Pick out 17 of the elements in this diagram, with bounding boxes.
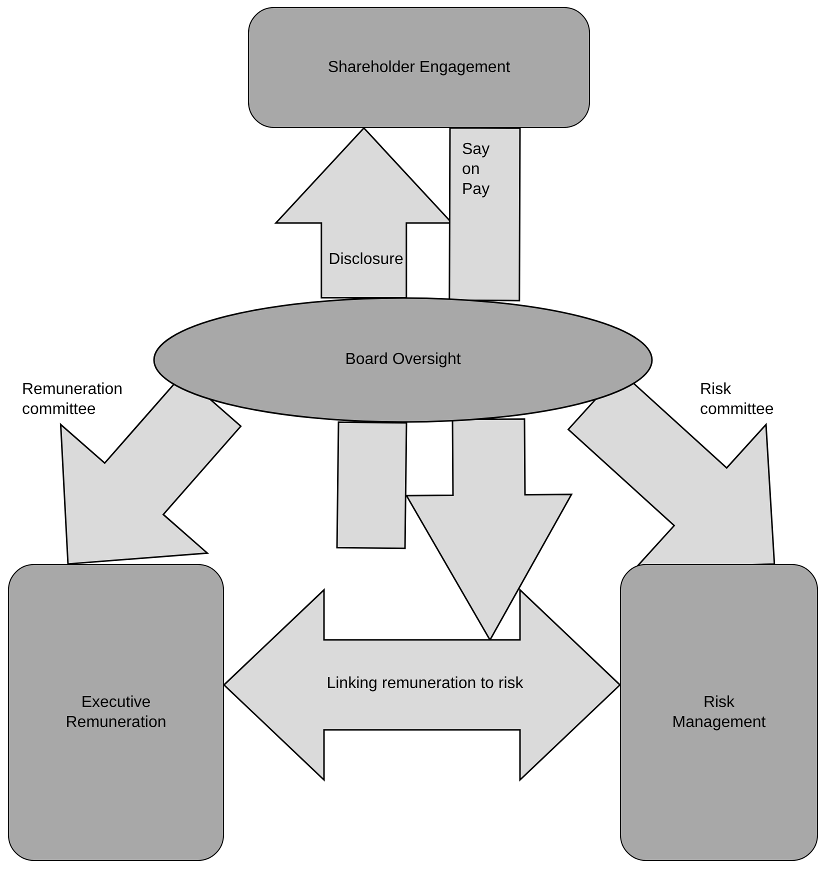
edge-label: Say on Pay xyxy=(462,140,491,200)
node-label: Board Oversight xyxy=(345,350,461,370)
edge-label: Disclosure xyxy=(328,250,404,270)
block-arrow xyxy=(405,418,573,642)
process-box xyxy=(620,564,818,861)
process-box xyxy=(248,7,590,128)
process-ellipse xyxy=(153,297,653,423)
edge-label: Remuneration committee xyxy=(22,380,124,420)
node-label: Shareholder Engagement xyxy=(328,58,510,78)
block-arrow-shaft xyxy=(336,421,408,550)
node-label: Executive Remuneration xyxy=(64,692,168,732)
block-arrow xyxy=(222,588,622,782)
process-box xyxy=(8,564,224,861)
edge-label: Risk committee xyxy=(700,380,775,420)
edge-label: Linking remuneration to risk xyxy=(326,674,524,694)
block-arrow-shaft xyxy=(448,127,521,302)
node-label: Risk Management xyxy=(671,692,767,732)
